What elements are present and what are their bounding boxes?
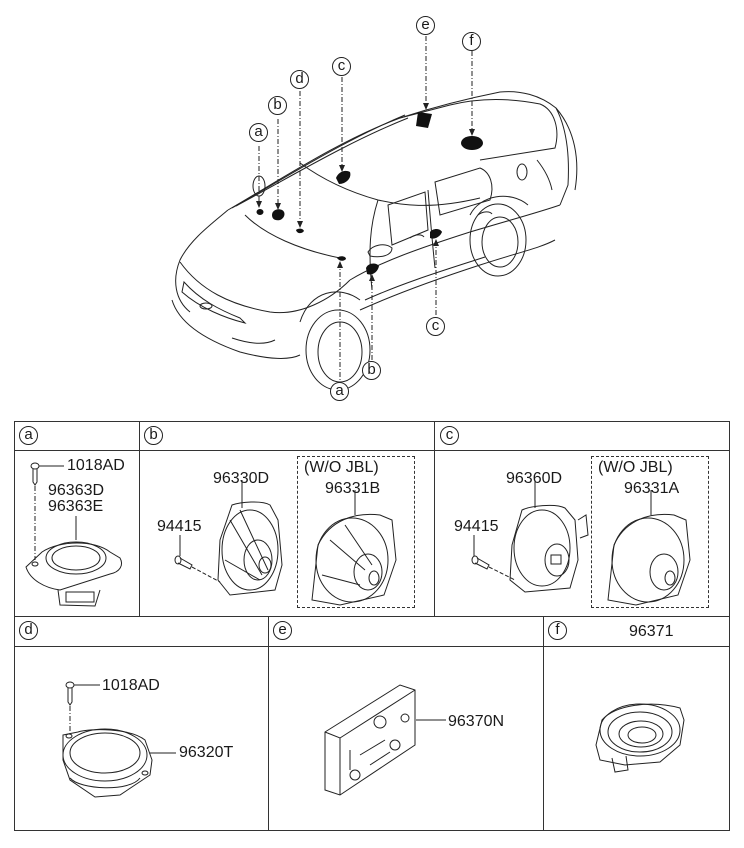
col-divider-a-b <box>139 421 140 616</box>
speaker-marker-a-top <box>256 209 264 215</box>
part-label-96363D: 96363D <box>48 482 105 499</box>
car-overview-drawing <box>171 36 578 391</box>
row-divider <box>14 616 730 617</box>
col-divider-e-f <box>543 616 544 831</box>
speaker-marker-c-top <box>336 170 351 184</box>
speaker-marker-e <box>416 112 432 128</box>
speaker-marker-b-top <box>272 209 285 221</box>
cell-header-a: a <box>19 426 38 445</box>
part-label-94415-b: 94415 <box>157 518 202 535</box>
cell-header-f: f <box>548 621 567 640</box>
col-divider-b-c <box>434 421 435 616</box>
overview-callout-c-bottom: c <box>426 317 445 336</box>
part-label-96330D: 96330D <box>213 470 270 487</box>
variant-note-c: (W/O JBL) <box>598 459 673 476</box>
speaker-locations <box>256 112 483 275</box>
part-label-96363E: 96363E <box>48 498 104 515</box>
cell-header-e: e <box>273 621 292 640</box>
overview-callout-c-top: c <box>332 57 351 76</box>
arrowheads <box>256 103 475 281</box>
speaker-marker-d <box>296 228 304 234</box>
part-label-96360D: 96360D <box>506 470 563 487</box>
row1-header-divider <box>14 450 730 451</box>
car-outline <box>171 91 578 391</box>
speaker-marker-a-bottom <box>337 256 346 261</box>
part-label-96320T: 96320T <box>179 744 234 761</box>
overview-callout-b-bottom: b <box>362 361 381 380</box>
overview-callout-a-bottom: a <box>330 382 349 401</box>
part-label-96331A: 96331A <box>624 480 680 497</box>
variant-box-c <box>591 456 709 608</box>
part-label-96331B: 96331B <box>325 480 381 497</box>
speaker-marker-b-bottom <box>366 263 379 275</box>
speaker-marker-f <box>461 136 483 150</box>
part-label-94415-c: 94415 <box>454 518 499 535</box>
overview-callout-e: e <box>416 16 435 35</box>
parts-grid <box>14 421 730 831</box>
overview-callout-a-top: a <box>249 123 268 142</box>
part-label-1018AD-d: 1018AD <box>102 677 160 694</box>
variant-box-b <box>297 456 415 608</box>
speaker-marker-c-bottom <box>430 229 442 239</box>
part-label-96370N: 96370N <box>448 713 505 730</box>
cell-header-c: c <box>440 426 459 445</box>
overview-callout-f: f <box>462 32 481 51</box>
col-divider-d-e <box>268 616 269 831</box>
part-label-1018AD-a: 1018AD <box>67 457 125 474</box>
cell-f-part-number: 96371 <box>629 623 674 640</box>
overview-callout-d: d <box>290 70 309 89</box>
row2-header-divider <box>14 646 730 647</box>
variant-note-b: (W/O JBL) <box>304 459 379 476</box>
leader-lines <box>252 36 473 390</box>
overview-callout-b-top: b <box>268 96 287 115</box>
cell-header-d: d <box>19 621 38 640</box>
cell-header-b: b <box>144 426 163 445</box>
